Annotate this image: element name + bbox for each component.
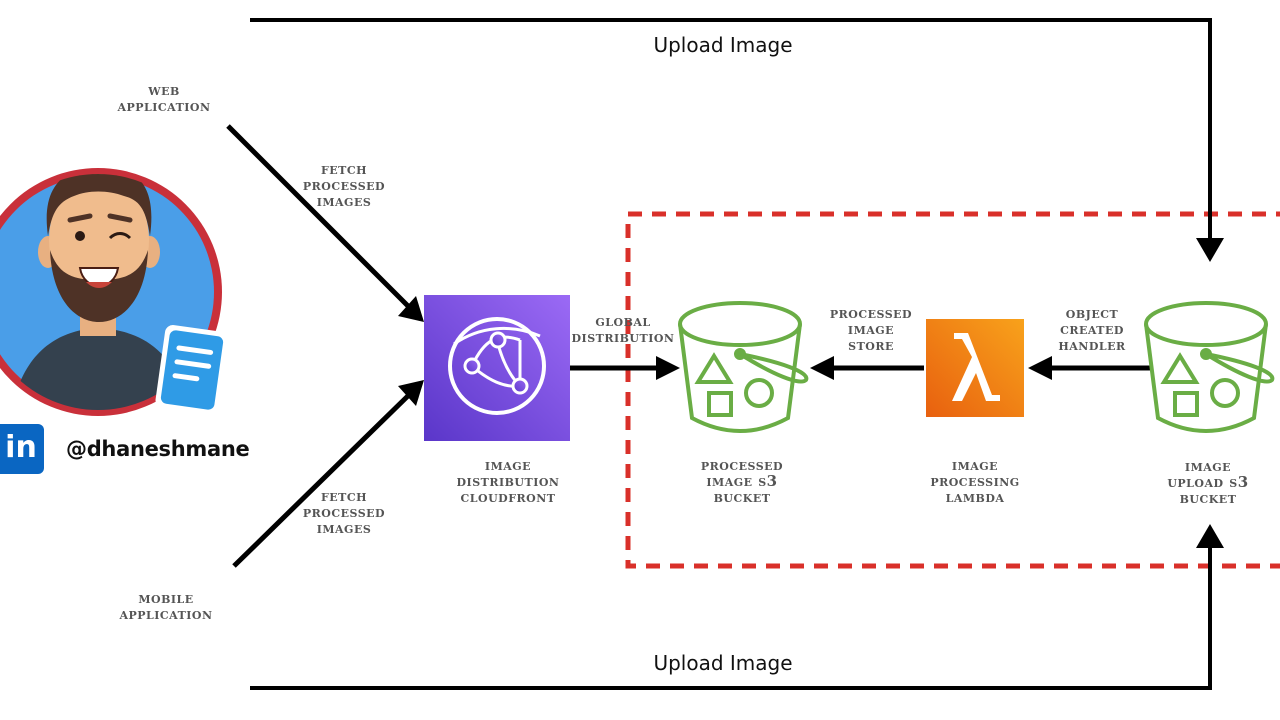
s3-bucket-icon: [678, 301, 809, 433]
upload-bottom-arrow: [250, 540, 1212, 690]
upload-top-label: Upload Image: [653, 33, 793, 57]
web-fetch-arrow: [226, 124, 416, 314]
profile-handle: @dhaneshmane: [66, 437, 250, 461]
upload-top-arrow: [250, 18, 1212, 252]
cloudfront-globe-icon: [424, 295, 570, 441]
processing-boundary: [625, 211, 1280, 569]
processed-store-label: ProcessedImageStore: [829, 304, 913, 354]
linkedin-icon: [0, 424, 44, 474]
s3-upload-bucket-icon: [1144, 301, 1275, 433]
processed-bucket-label: ProcessedImage S3Bucket: [700, 456, 784, 506]
cloudfront-label: ImageDistributionCloudFront: [456, 456, 560, 506]
object-created-label: ObjectCreatedHandler: [1058, 304, 1126, 354]
document-badge-icon: [155, 324, 229, 416]
upload-bottom-label: Upload Image: [653, 651, 793, 675]
global-distribution-label: GlobalDistribution: [571, 312, 675, 346]
lambda-icon: [926, 319, 1024, 417]
fetch-bottom-label: FetchProcessedImages: [302, 487, 386, 537]
avatar: [0, 168, 222, 416]
linkedin-text: in: [5, 430, 37, 465]
web-application-label: WebApplication: [117, 81, 211, 115]
lambda-label: ImageProcessingLambda: [930, 456, 1020, 506]
mobile-fetch-arrow: [232, 388, 416, 568]
fetch-top-label: FetchProcessedImages: [302, 160, 386, 210]
mobile-application-label: MobileApplication: [119, 589, 213, 623]
